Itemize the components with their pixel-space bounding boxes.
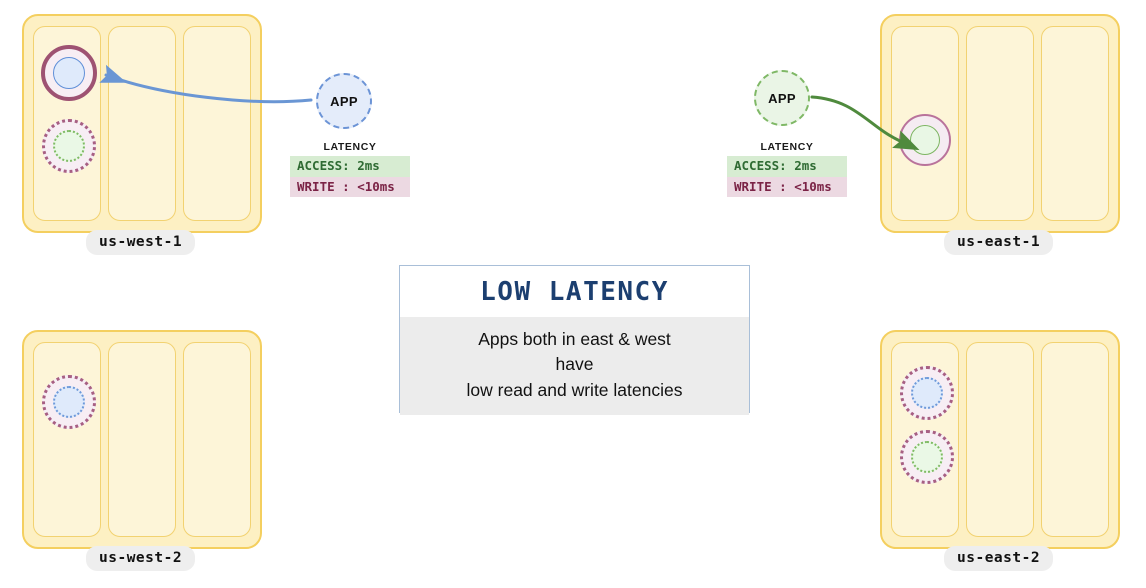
app-node-west[interactable]: APP [316, 73, 372, 129]
latency-legend-east: LATENCY ACCESS: 2ms WRITE : <10ms [727, 141, 847, 198]
callout-line-2: have [555, 354, 594, 375]
availability-zone-3 [183, 26, 251, 221]
app-node-label: APP [330, 93, 358, 109]
replica-node-us-east-2-a[interactable] [900, 366, 954, 420]
latency-write-row: WRITE : <10ms [290, 176, 410, 198]
replica-node-core [911, 377, 943, 409]
callout-line-1: Apps both in east & west [478, 329, 671, 349]
availability-zone-2 [966, 342, 1034, 537]
availability-zone-2 [108, 342, 176, 537]
region-label-us-west-1: us-west-1 [86, 230, 196, 256]
latency-title: LATENCY [323, 141, 377, 153]
availability-zone-2 [966, 26, 1034, 221]
callout-line-3: low read and write latencies [466, 379, 683, 400]
availability-zone-3 [1041, 26, 1109, 221]
region-us-east-1[interactable] [880, 14, 1120, 233]
availability-zone-3 [183, 342, 251, 537]
replica-node-core [53, 386, 85, 418]
callout-body: Apps both in east & west have low read a… [400, 317, 749, 416]
primary-node-us-west-1[interactable] [41, 45, 97, 101]
app-node-label: APP [768, 90, 796, 106]
callout-title: LOW LATENCY [400, 266, 749, 317]
region-us-west-1[interactable] [22, 14, 262, 233]
replica-node-core [53, 130, 85, 162]
replica-node-core [911, 441, 943, 473]
replica-node-us-east-2-b[interactable] [900, 430, 954, 484]
replica-node-core [910, 125, 940, 155]
replica-node-us-west-1[interactable] [42, 119, 96, 173]
app-node-east[interactable]: APP [754, 70, 810, 126]
latency-title: LATENCY [760, 141, 814, 153]
availability-zone-2 [108, 26, 176, 221]
latency-legend-west: LATENCY ACCESS: 2ms WRITE : <10ms [290, 141, 410, 198]
latency-write-row: WRITE : <10ms [727, 176, 847, 198]
replica-node-us-east-1[interactable] [899, 114, 951, 166]
region-label-us-west-2: us-west-2 [86, 546, 196, 572]
latency-access-row: ACCESS: 2ms [727, 156, 847, 177]
region-label-us-east-2: us-east-2 [944, 546, 1054, 572]
availability-zone-1 [33, 342, 101, 537]
latency-access-row: ACCESS: 2ms [290, 156, 410, 177]
low-latency-callout: LOW LATENCY Apps both in east & west hav… [399, 265, 750, 416]
availability-zone-3 [1041, 342, 1109, 537]
replica-node-us-west-2[interactable] [42, 375, 96, 429]
region-us-west-2[interactable] [22, 330, 262, 549]
primary-node-core [53, 57, 85, 89]
region-label-us-east-1: us-east-1 [944, 230, 1054, 256]
